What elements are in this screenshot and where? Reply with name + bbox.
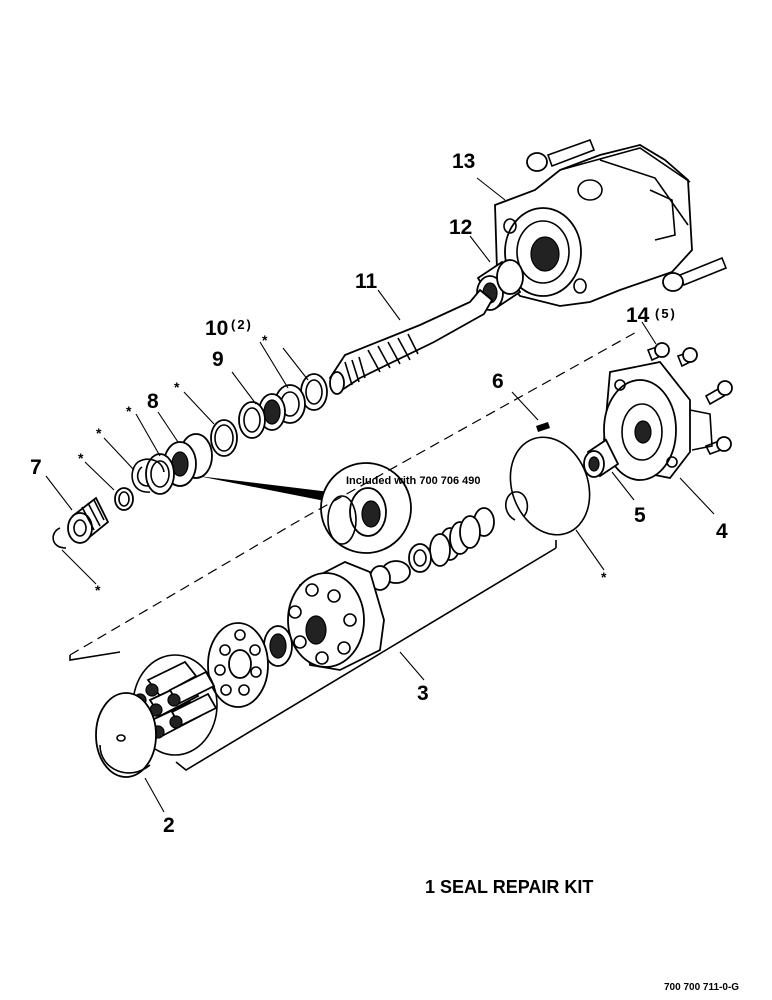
part-6-key xyxy=(536,422,550,432)
asterisk-e: * xyxy=(95,582,101,598)
label-12: 12 xyxy=(449,216,472,239)
gasket xyxy=(509,436,591,536)
drawing-number: 700 700 711-0-G xyxy=(664,982,739,993)
retaining-ring xyxy=(131,458,165,493)
assembly-axis xyxy=(69,329,641,656)
label-14: 14 xyxy=(626,304,650,327)
asterisk-d: * xyxy=(78,450,84,466)
label-14-qty: (5) xyxy=(655,306,677,321)
ring-clip xyxy=(505,491,529,521)
leader-10 xyxy=(259,341,289,389)
seal-ring-a xyxy=(210,419,238,457)
label-13: 13 xyxy=(452,150,475,173)
part-7-coupling xyxy=(67,496,110,544)
leader-star-b xyxy=(135,413,161,457)
leader-10-star xyxy=(282,347,309,381)
spring-assembly xyxy=(369,507,495,591)
part-5-bushing xyxy=(583,438,620,478)
leader-star-a xyxy=(183,391,215,425)
leader-11 xyxy=(377,289,401,321)
asterisk-c: * xyxy=(96,425,102,441)
bracket-3-bottom xyxy=(175,540,557,771)
leader-star-d xyxy=(84,461,115,491)
part-11-shaft xyxy=(328,288,494,395)
asterisk-a: * xyxy=(174,379,180,395)
label-9: 9 xyxy=(212,348,224,371)
leader-star-f xyxy=(575,529,605,571)
part-3-cylinder-block xyxy=(287,561,385,671)
thrust-ring xyxy=(263,625,293,667)
small-ring xyxy=(114,487,134,511)
part-13-housing xyxy=(494,138,728,307)
label-4: 4 xyxy=(716,520,728,543)
part-2-swash-plate xyxy=(95,692,157,778)
label-10-qty: (2) xyxy=(231,317,253,332)
label-7: 7 xyxy=(30,456,42,479)
leader-7 xyxy=(45,475,73,511)
callout-note: Included with 700 706 490 xyxy=(346,475,481,487)
leader-5 xyxy=(611,471,635,501)
leader-2 xyxy=(144,777,165,813)
leader-14 xyxy=(641,321,657,345)
leader-4 xyxy=(679,477,715,515)
asterisk-10: * xyxy=(262,332,268,348)
leader-star-c xyxy=(103,437,135,471)
part-14-bolts xyxy=(646,342,733,456)
leader-13 xyxy=(476,177,506,201)
retainer-plate xyxy=(207,622,269,708)
asterisk-b: * xyxy=(126,403,132,419)
label-3: 3 xyxy=(417,682,429,705)
callout-bubble xyxy=(198,462,412,554)
label-11: 11 xyxy=(355,270,378,293)
asterisk-f: * xyxy=(601,569,607,585)
label-10: 10 xyxy=(205,317,228,340)
leader-12 xyxy=(469,235,491,263)
leader-3 xyxy=(399,651,425,681)
label-5: 5 xyxy=(634,504,646,527)
label-2: 2 xyxy=(163,814,175,837)
leader-6 xyxy=(511,391,539,421)
label-6: 6 xyxy=(492,370,504,393)
leader-star-e xyxy=(61,549,97,585)
part-4-end-cover xyxy=(603,361,713,481)
part-9-bearing-set xyxy=(238,393,286,439)
snap-ring-small xyxy=(52,527,67,549)
seal-kit-legend: 1 SEAL REPAIR KIT xyxy=(425,877,593,897)
bracket-3-left xyxy=(69,651,121,661)
leader-8 xyxy=(157,411,179,443)
leader-9 xyxy=(231,371,257,405)
label-8: 8 xyxy=(147,390,159,413)
pistons xyxy=(132,654,218,756)
part-8-shaft-seal xyxy=(145,433,213,495)
